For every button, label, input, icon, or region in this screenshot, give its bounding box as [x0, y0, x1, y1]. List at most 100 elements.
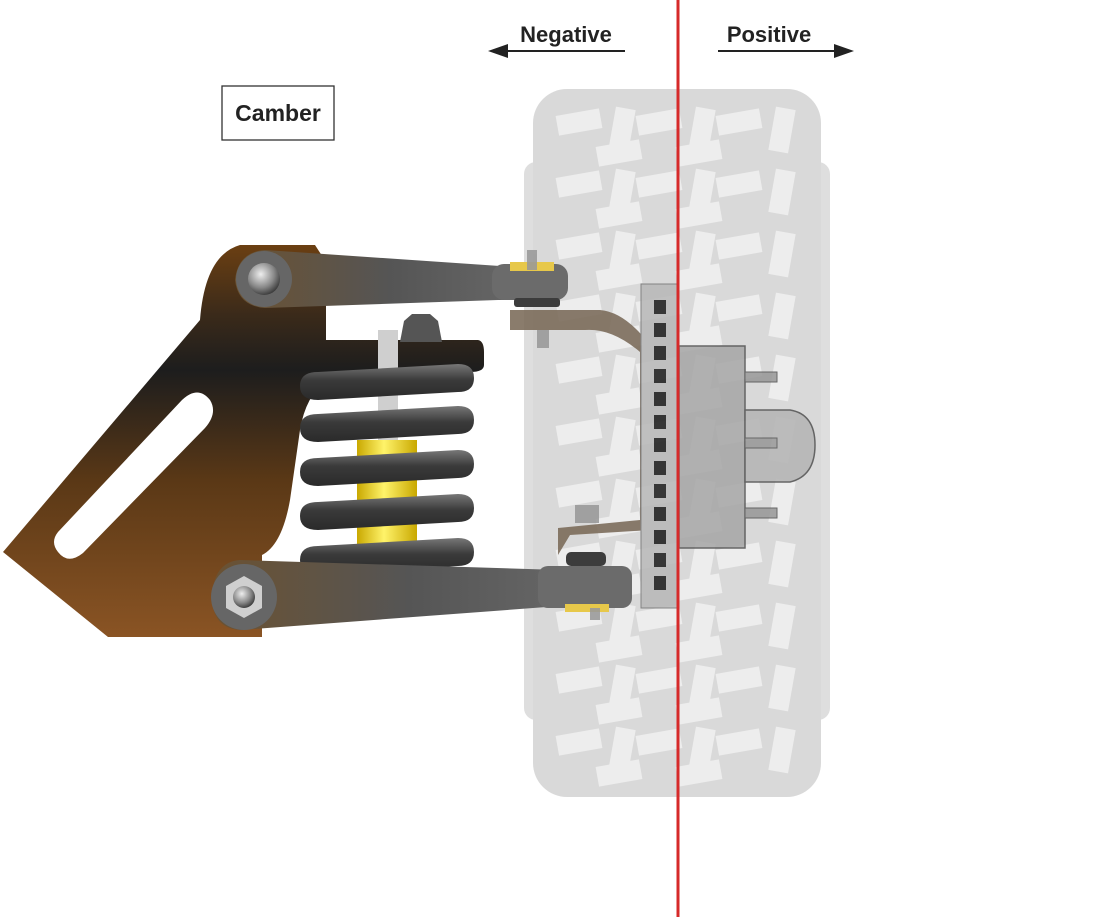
tread-block — [715, 232, 763, 260]
lower-ball-joint — [538, 566, 632, 608]
rotor-vent — [654, 392, 666, 406]
negative-indicator: Negative — [488, 22, 625, 58]
rotor-vent — [654, 438, 666, 452]
suspension-bracket — [3, 245, 484, 637]
tread-block — [595, 697, 643, 725]
tread-block — [715, 542, 763, 570]
tread-block — [595, 759, 643, 787]
tread-block — [595, 449, 643, 477]
spindle-knuckle — [510, 250, 816, 620]
negative-arrow-head-icon — [488, 44, 508, 58]
spring-coils — [300, 364, 474, 574]
tread-block — [715, 170, 763, 198]
lower-arm-body — [212, 560, 605, 630]
negative-label: Negative — [520, 22, 612, 47]
upper-ball-joint — [492, 264, 568, 300]
title-label: Camber — [235, 100, 321, 126]
spring-coil — [300, 494, 474, 530]
rotor-vent — [654, 461, 666, 475]
camber-title-box: Camber — [221, 85, 335, 141]
tread-block — [635, 170, 683, 198]
tread-block — [555, 666, 603, 694]
tread-block — [555, 418, 603, 446]
upper-control-arm — [235, 250, 568, 308]
tread-block — [768, 292, 796, 340]
tread-block — [595, 139, 643, 167]
upper-joint-stud — [514, 298, 560, 307]
tread-block — [675, 635, 723, 663]
wheel-stud-lower — [744, 507, 778, 519]
rotor-vent — [654, 323, 666, 337]
tread-block — [555, 480, 603, 508]
tread-block — [768, 354, 796, 402]
tread-block — [715, 604, 763, 632]
rotor-vent — [654, 369, 666, 383]
rotor-vents — [654, 300, 666, 590]
bracket-slot — [54, 392, 214, 559]
tread-block — [768, 540, 796, 588]
tread-block — [675, 697, 723, 725]
tread-block — [675, 139, 723, 167]
upper-lower-bolt — [537, 330, 549, 348]
tread-block — [675, 263, 723, 291]
tread-block — [768, 230, 796, 278]
spring-coil — [300, 364, 474, 400]
wheel-stud-middle — [744, 437, 778, 449]
lower-control-arm — [211, 552, 632, 630]
spring-coil — [300, 450, 474, 486]
tread-block — [555, 108, 603, 136]
tread-block — [715, 108, 763, 136]
spring-coil — [300, 406, 474, 442]
dust-cap — [744, 409, 816, 483]
positive-label: Positive — [727, 22, 811, 47]
tread-block — [555, 728, 603, 756]
shock-top-nut — [400, 314, 442, 342]
tread-block — [635, 108, 683, 136]
tread-block — [635, 604, 683, 632]
tread-block — [555, 170, 603, 198]
tread-block — [555, 356, 603, 384]
rotor-vent — [654, 415, 666, 429]
coil-spring-assembly — [300, 314, 474, 574]
tread-block — [595, 263, 643, 291]
tread-block — [768, 602, 796, 650]
rotor-vent — [654, 346, 666, 360]
rotor-vent — [654, 530, 666, 544]
rotor-vent — [654, 484, 666, 498]
rotor-vent — [654, 300, 666, 314]
tread-block — [768, 106, 796, 154]
upper-cotter-bolt — [527, 250, 537, 270]
tread-block — [768, 664, 796, 712]
tread-block — [595, 201, 643, 229]
upper-arm-body — [235, 250, 545, 308]
tread-block — [555, 232, 603, 260]
tread-block — [675, 573, 723, 601]
tread-block — [715, 666, 763, 694]
tread-block — [675, 201, 723, 229]
tire-tread — [555, 106, 796, 787]
tread-block — [635, 232, 683, 260]
lower-cotter-bolt — [575, 505, 599, 523]
lower-bottom-bolt — [590, 608, 600, 620]
tread-block — [715, 294, 763, 322]
rotor-vent — [654, 553, 666, 567]
tread-block — [595, 387, 643, 415]
tread-block — [768, 726, 796, 774]
positive-indicator: Positive — [718, 22, 854, 58]
tread-block — [635, 728, 683, 756]
tread-block — [675, 759, 723, 787]
lower-bushing-ball-icon — [233, 586, 255, 608]
positive-arrow-head-icon — [834, 44, 854, 58]
title-frame — [221, 85, 335, 141]
steering-knuckle — [510, 310, 650, 555]
rotor-vent — [654, 576, 666, 590]
wheel-hub — [678, 345, 746, 549]
upper-bushing-ball-icon — [248, 263, 280, 295]
lower-joint-stud — [566, 552, 606, 566]
bracket-body — [3, 245, 484, 637]
tread-block — [715, 728, 763, 756]
tread-block — [768, 168, 796, 216]
rotor-vent — [654, 507, 666, 521]
tread-block — [635, 666, 683, 694]
